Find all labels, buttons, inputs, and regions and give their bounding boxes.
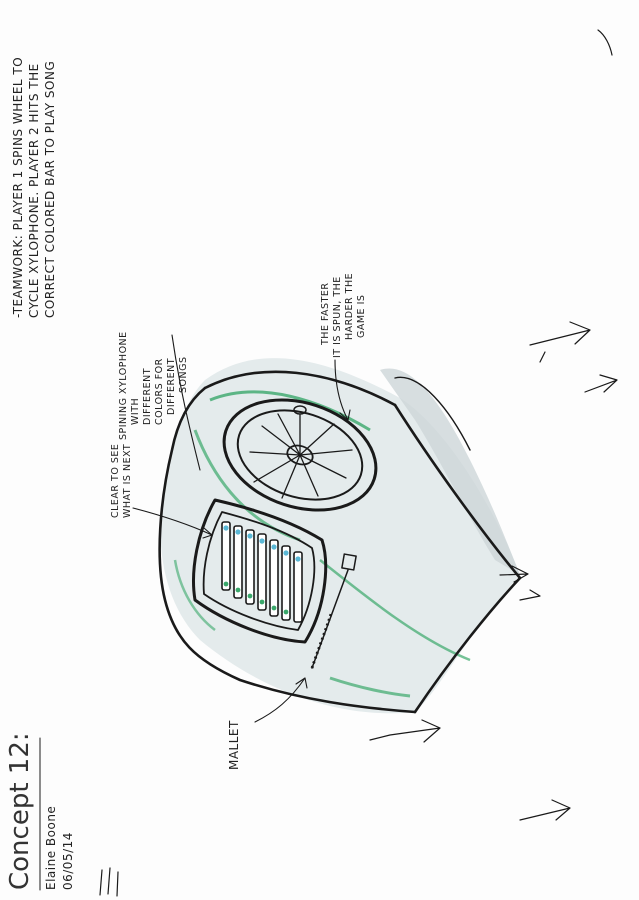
concept-title: Concept 12: — [5, 732, 35, 890]
mallet-label: MALLET — [227, 720, 241, 770]
mallet-drawing — [310, 553, 357, 669]
author-name: Elaine Boone — [44, 806, 58, 890]
xylophone-bars — [221, 521, 303, 623]
spinning-note-line5: DIFFERENT — [166, 358, 177, 415]
header-note-line3: CORRECT COLORED BAR TO PLAY SONG — [43, 61, 57, 318]
faster-note-line1: THE FASTER — [320, 283, 331, 347]
faster-note-line4: GAME IS — [356, 295, 367, 338]
clear-note-line2: WHAT IS NEXT — [122, 444, 133, 518]
motion-strokes — [99, 29, 618, 897]
leader-lines — [132, 334, 351, 723]
header-note-line1: -TEAMWORK: PLAYER 1 SPINS WHEEL TO — [11, 57, 25, 318]
header-note-line2: CYCLE XYLOPHONE. PLAYER 2 HITS THE — [27, 63, 41, 318]
device-drawing — [158, 358, 522, 714]
spinning-note-line3: DIFFERENT — [142, 368, 153, 425]
spinning-note-line4: COLORS FOR — [154, 358, 165, 425]
header-note: -TEAMWORK: PLAYER 1 SPINS WHEEL TO CYCLE… — [11, 57, 57, 318]
spinning-note-line6: SONGS — [178, 356, 189, 393]
clear-note: CLEAR TO SEE WHAT IS NEXT — [110, 444, 133, 518]
faster-note-line3: HARDER THE — [344, 273, 355, 340]
faster-note-line2: IT IS SPUN, THE — [332, 276, 343, 358]
spinning-note: SPINING XYLOPHONE WITH DIFFERENT COLORS … — [118, 331, 189, 440]
date-label: 06/05/14 — [61, 832, 75, 890]
spinning-note-line1: SPINING XYLOPHONE — [118, 331, 129, 440]
clear-note-line1: CLEAR TO SEE — [110, 444, 121, 518]
faster-note: THE FASTER IT IS SPUN, THE HARDER THE GA… — [320, 273, 367, 358]
spinning-note-line2: WITH — [130, 398, 141, 425]
title-block: Concept 12: Elaine Boone 06/05/14 — [5, 732, 75, 891]
